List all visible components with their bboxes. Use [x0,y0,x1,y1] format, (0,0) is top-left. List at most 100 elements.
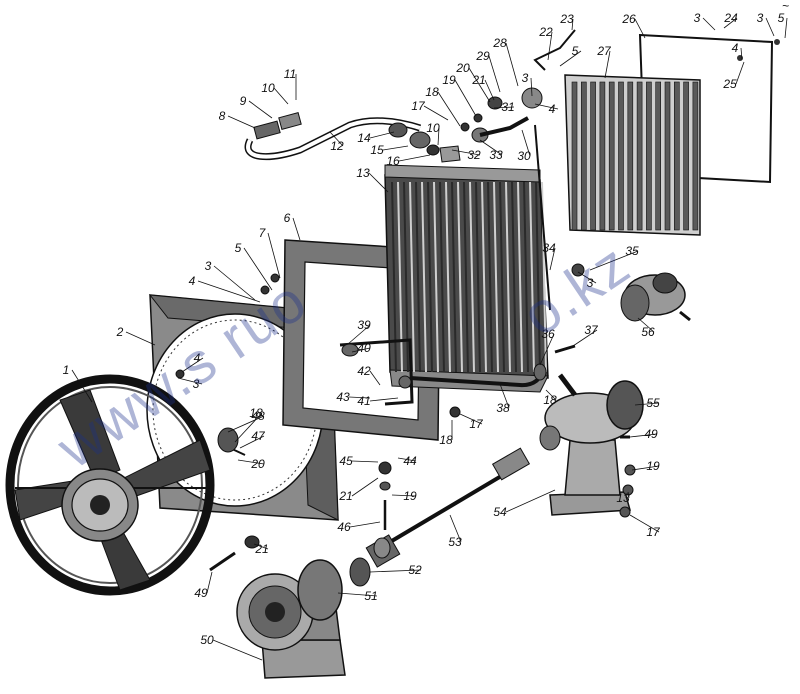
radiator-core-fin [505,181,511,373]
leader-line [234,412,263,443]
callout-label-c18c: 18 [543,393,557,407]
leader-line [397,457,417,462]
leader-line [505,42,519,87]
fan [5,374,215,596]
leader-line [351,347,371,353]
callout-label-c9: 9 [240,94,247,108]
callout-label-c31: 31 [501,100,514,114]
callout-label-c3c: 3 [522,71,529,85]
callout-label-c4c: 4 [549,102,556,116]
radiator-core [384,164,549,393]
leader-line [348,396,371,399]
radiator-core-fin [415,181,421,373]
leader-line [71,369,93,403]
shutter-blade [655,81,662,231]
callout-label-c3e: 3 [694,11,701,25]
radiator-core-fin [427,181,433,373]
leader-line [723,17,738,29]
leader-line [534,103,559,110]
callout-label-c1: 1 [63,363,70,377]
leader-line [479,139,503,156]
leader-line [181,357,204,373]
mounting-bracket [339,338,414,406]
leader-line [243,247,273,291]
leader-line [577,271,597,284]
radiator-core-fin [451,181,457,373]
callout-label-c4b: 4 [194,351,201,365]
callout-label-c3a: 3 [205,259,212,273]
leader-line [213,265,256,301]
callout-label-c21b: 21 [338,489,352,503]
leader-line [125,331,156,346]
leader-line [349,521,381,528]
shutter-blade [673,81,680,231]
callout-label-c40: 40 [357,341,371,355]
leader-line [627,491,630,499]
callout-label-c17b: 17 [469,417,484,431]
radiator-core-fin [511,181,517,373]
leader-line [634,18,646,39]
callout-label-c36: 36 [541,327,555,341]
leader-line [784,17,788,39]
callout-label-c48: 48 [251,409,265,423]
callout-label-c4a: 4 [189,274,196,288]
corner-mark: ~ [782,0,789,13]
callout-label-c17c: 17 [646,525,661,539]
leader-line [488,55,501,93]
leader-line [329,131,344,147]
radiator-core-fin [445,181,451,373]
fan-hub-pulley [571,263,691,322]
leader-line [530,77,533,97]
callout-label-c20a: 20 [455,61,470,75]
shutter-blade [664,81,671,231]
callout-label-c53: 53 [448,535,462,549]
callout-label-c54: 54 [493,505,507,519]
leader-line [569,329,598,349]
callout-label-c47: 47 [251,429,266,443]
callout-label-c11: 11 [284,67,296,81]
callout-label-c33: 33 [489,148,503,162]
radiator-core-fin [487,181,493,373]
callout-label-c49b: 49 [644,427,658,441]
leader-line [368,172,389,193]
callout-label-c28: 28 [492,36,507,50]
callout-label-c38: 38 [496,401,510,415]
callout-label-c20b: 20 [250,457,265,471]
radiator-shutter [564,33,774,236]
leader-line [347,324,371,345]
callout-label-c15: 15 [370,143,384,157]
leader-line [237,459,265,465]
shutter-blade [646,81,652,231]
callout-label-c37: 37 [584,323,599,337]
shutter-blade [608,81,615,231]
radiator-core-fin [469,181,475,373]
callout-label-c16: 16 [386,154,400,168]
callout-label-c2: 2 [116,325,124,339]
callout-label-c21c: 21 [254,542,268,556]
callout-label-c5b: 5 [572,44,579,58]
lower-pipe [409,363,547,388]
callout-label-c22: 22 [538,25,553,39]
leader-line [239,435,265,449]
callout-label-c19a: 19 [442,73,456,87]
leader-line [459,413,483,425]
leader-line [589,250,639,271]
leader-line [273,87,289,105]
leader-line [629,514,660,533]
leader-line [437,91,461,127]
callout-label-c18a: 18 [425,85,439,99]
shutter-blade [571,81,578,231]
leader-line [451,149,481,156]
leader-line [382,145,409,151]
leader-line [740,47,743,61]
leader-line [267,232,281,279]
leader-line [369,131,395,139]
radiator-core-fin [457,181,463,373]
leader-line [765,17,775,37]
shutter-blade [627,81,634,231]
callout-label-c3f: 3 [757,11,764,25]
shutter-blade [580,81,587,231]
leader-lines [71,17,788,661]
radiator-core-fin [421,181,427,373]
